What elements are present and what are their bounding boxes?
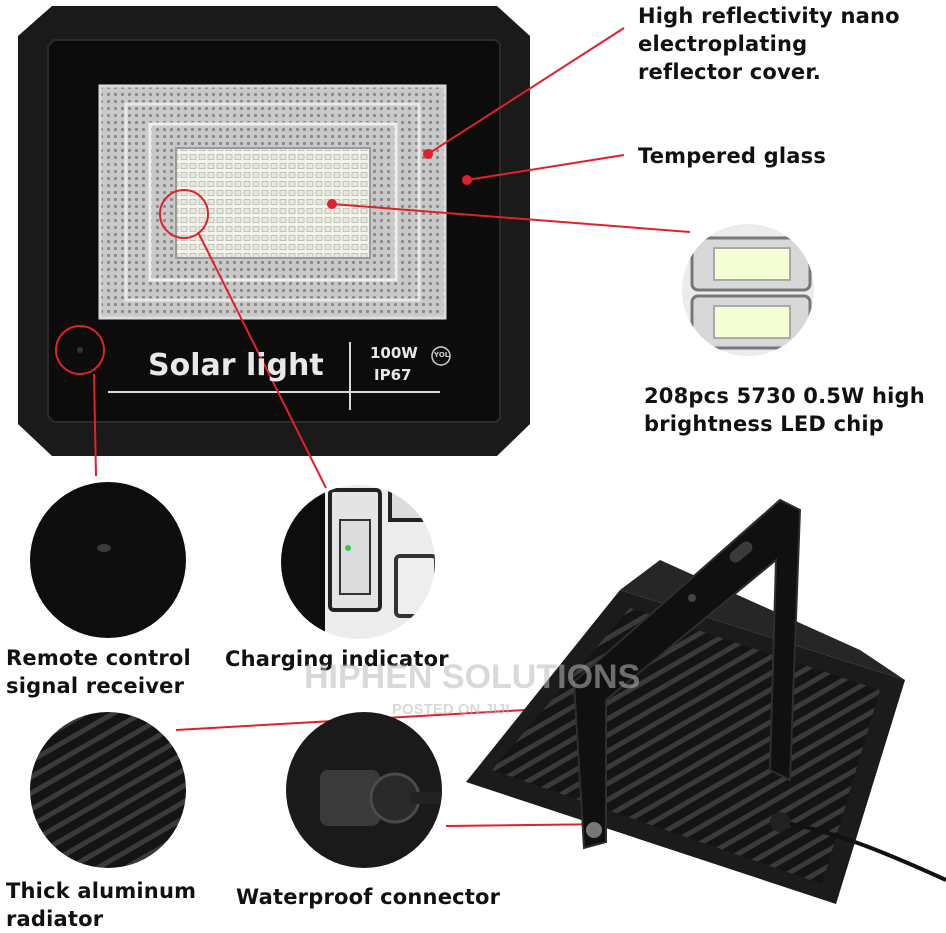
reflector-label-line-1: High reflectivity nano: [638, 4, 900, 28]
connector-label: Waterproof connector: [236, 883, 500, 911]
radiator-label-line-1: Thick aluminum: [6, 879, 197, 903]
remote-label-line-1: Remote control: [6, 646, 191, 670]
connector-label-line-1: Waterproof connector: [236, 885, 501, 909]
power-rating: 100W: [370, 344, 418, 362]
connector-closeup: [286, 712, 442, 868]
led-chip-closeup: [682, 224, 814, 356]
led-chip-label-line-2: brightness LED chip: [644, 412, 885, 436]
glass-label-line-1: Tempered glass: [638, 144, 827, 168]
floodlight-rear: [466, 498, 946, 904]
reflector-label-line-3: reflector cover.: [638, 60, 822, 84]
brand-text: Solar light: [148, 348, 324, 383]
glass-label: Tempered glass: [638, 142, 826, 170]
watermark-main: HIPHEN SOLUTIONS: [304, 658, 641, 696]
reflector-label: High reflectivity nano electroplating re…: [638, 2, 900, 86]
reflector-label-line-2: electroplating: [638, 32, 808, 56]
led-chip-label-line-1: 208pcs 5730 0.5W high: [644, 384, 925, 408]
brand-logo: YOL: [434, 351, 450, 359]
charging-indicator-closeup: [281, 485, 435, 639]
remote-label-line-2: signal receiver: [6, 674, 185, 698]
floodlight-front: [18, 6, 530, 456]
watermark-sub: POSTED ON JIJI: [392, 701, 510, 718]
remote-highlight-circle: [55, 325, 105, 375]
charging-highlight-circle: [159, 189, 209, 239]
charging-label: Charging indicator: [225, 645, 449, 673]
radiator-label: Thick aluminum radiator: [6, 877, 196, 933]
remote-label: Remote control signal receiver: [6, 644, 191, 700]
charging-label-line-1: Charging indicator: [225, 647, 449, 671]
ip-rating: IP67: [374, 366, 412, 384]
led-chip-label: 208pcs 5730 0.5W high brightness LED chi…: [644, 382, 925, 438]
radiator-closeup: [30, 712, 186, 868]
remote-receiver-closeup: [30, 482, 186, 638]
radiator-label-line-2: radiator: [6, 907, 104, 931]
